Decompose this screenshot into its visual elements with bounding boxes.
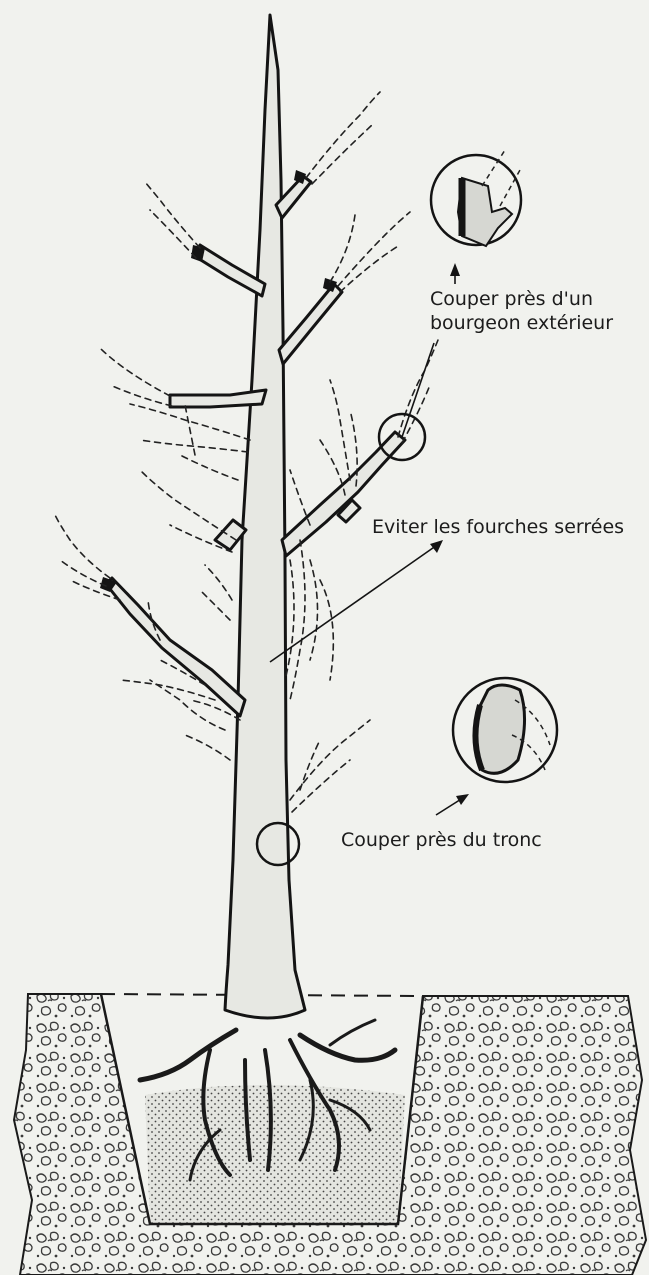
outer-bud-label: Couper près d'un bourgeon extérieur — [430, 287, 613, 335]
bud-cut-detail-inset — [431, 150, 521, 246]
outer-bud-label-line2: bourgeon extérieur — [430, 311, 613, 335]
trunk-cut-detail-inset — [453, 678, 557, 782]
planting-hole — [101, 994, 423, 1224]
near-trunk-label: Couper près du tronc — [341, 828, 542, 852]
tight-forks-label: Eviter les fourches serrées — [372, 515, 624, 539]
trunk-and-branches — [106, 15, 405, 1018]
outer-bud-label-line1: Couper près d'un — [430, 287, 613, 311]
